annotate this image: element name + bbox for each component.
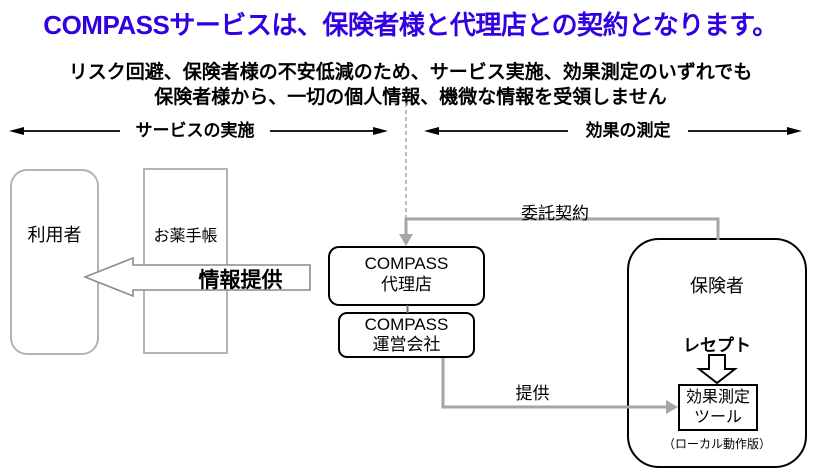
medicine-notebook-node-label: お薬手帳 [153, 228, 218, 245]
compass-agency-line1: COMPASS [364, 254, 449, 273]
measurement-tool-line2: ツール [693, 409, 742, 426]
subtitle-line-1: リスク回避、保険者様の不安低減のため、サービス実施、効果測定のいずれでも [68, 62, 753, 83]
measurement-tool-line1: 効果測定 [685, 389, 750, 406]
measurement-tool-node-label: 効果測定 ツール [678, 388, 758, 428]
consignment-contract-label: 委託契約 [521, 204, 589, 223]
provision-label: 提供 [515, 384, 550, 403]
section-label-service: サービスの実施 [120, 120, 270, 142]
receipt-label: レセプト [683, 336, 751, 355]
user-node-label: 利用者 [27, 225, 82, 245]
insurer-node-box [627, 238, 807, 468]
measurement-tool-note: （ローカル動作版） [662, 437, 771, 451]
compass-operator-line1: COMPASS [364, 315, 449, 334]
user-node-box [10, 169, 99, 355]
compass-agency-node-label: COMPASS 代理店 [328, 253, 485, 295]
measurement-tool-node-box [678, 384, 758, 431]
subtitle-line-2: 保険者様から、一切の個人情報、機微な情報を受領しません [154, 87, 667, 108]
section-label-measurement: 効果の測定 [568, 120, 688, 142]
compass-agency-line2: 代理店 [381, 275, 432, 294]
medicine-notebook-node-box [143, 168, 228, 354]
info-provision-label: 情報提供 [198, 269, 283, 292]
compass-operator-node-label: COMPASS 運営会社 [338, 315, 475, 355]
page-title: COMPASSサービスは、保険者様と代理店との契約となります。 [43, 10, 778, 40]
compass-operator-node-box [338, 312, 475, 358]
compass-operator-line2: 運営会社 [372, 335, 441, 354]
insurer-node-label: 保険者 [690, 276, 744, 296]
